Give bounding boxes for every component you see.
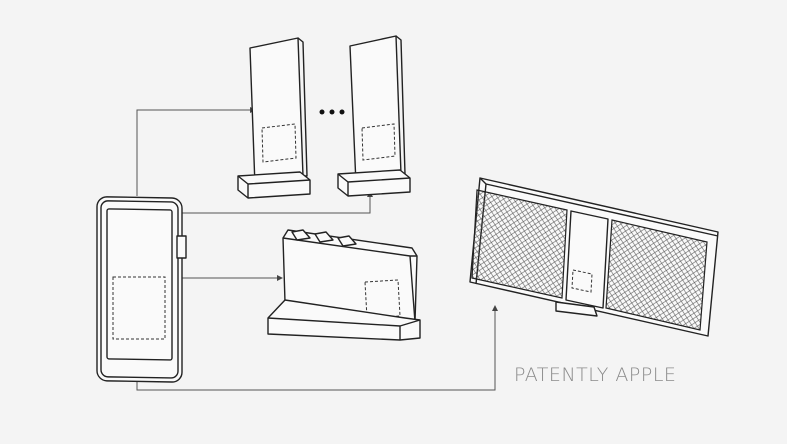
watermark-text: PATENTLY APPLE [514, 364, 677, 386]
connector-arrows [136, 107, 498, 391]
dock-base-3 [267, 229, 421, 341]
dock-stand-1 [237, 37, 311, 199]
portable-device [96, 196, 187, 383]
ellipsis-dots [319, 109, 345, 115]
dock-stand-2 [337, 35, 411, 197]
speaker-dock [469, 177, 719, 337]
